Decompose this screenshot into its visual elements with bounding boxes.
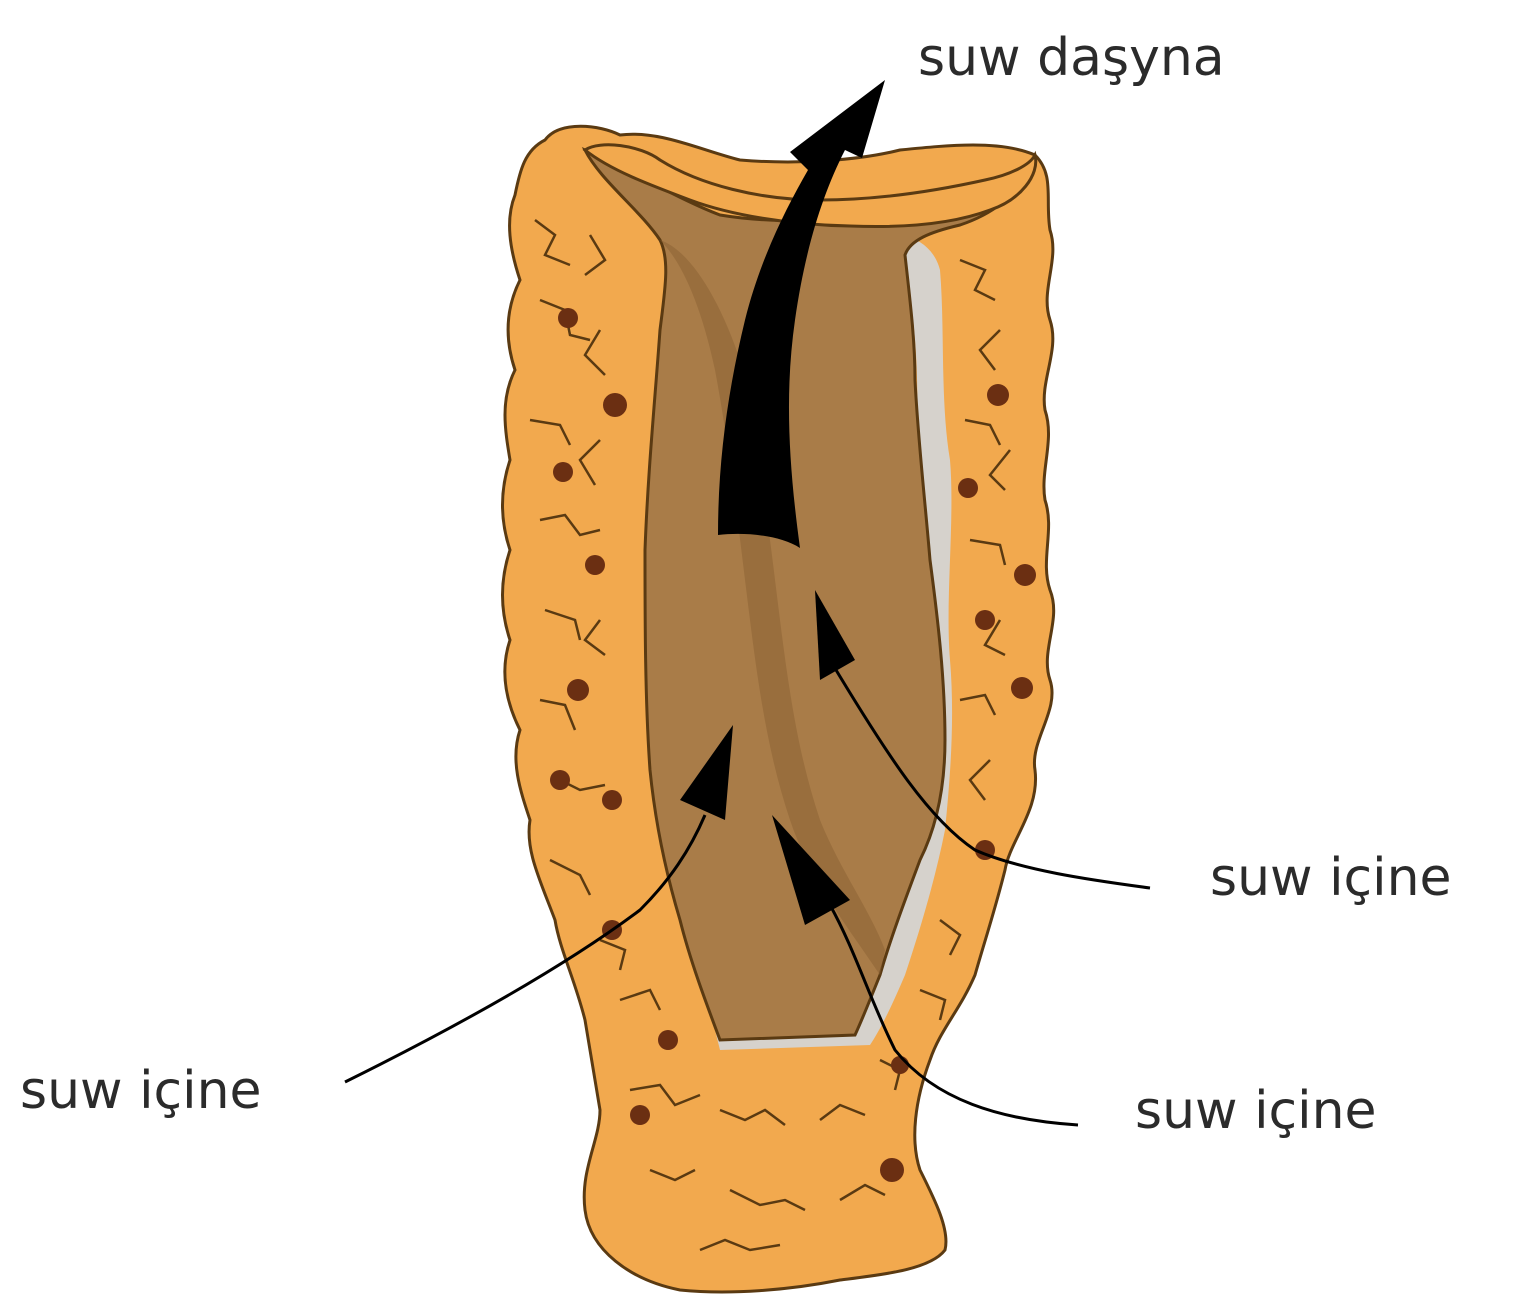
- label-inflow-left: suw içine: [20, 1061, 262, 1121]
- label-inflow-bottom: suw içine: [1135, 1081, 1377, 1141]
- pore: [975, 610, 995, 630]
- label-inflow-right: suw içine: [1210, 848, 1452, 908]
- pore: [567, 679, 589, 701]
- label-outflow: suw daşyna: [918, 28, 1225, 88]
- pore: [1011, 677, 1033, 699]
- pore: [1014, 564, 1036, 586]
- pore: [658, 1030, 678, 1050]
- pore: [987, 384, 1009, 406]
- pore: [891, 1056, 909, 1074]
- pore: [603, 393, 627, 417]
- pore: [958, 478, 978, 498]
- pore: [585, 555, 605, 575]
- pore: [602, 790, 622, 810]
- pore: [550, 770, 570, 790]
- pore: [880, 1158, 904, 1182]
- pore: [553, 462, 573, 482]
- pore: [630, 1105, 650, 1125]
- pore: [558, 308, 578, 328]
